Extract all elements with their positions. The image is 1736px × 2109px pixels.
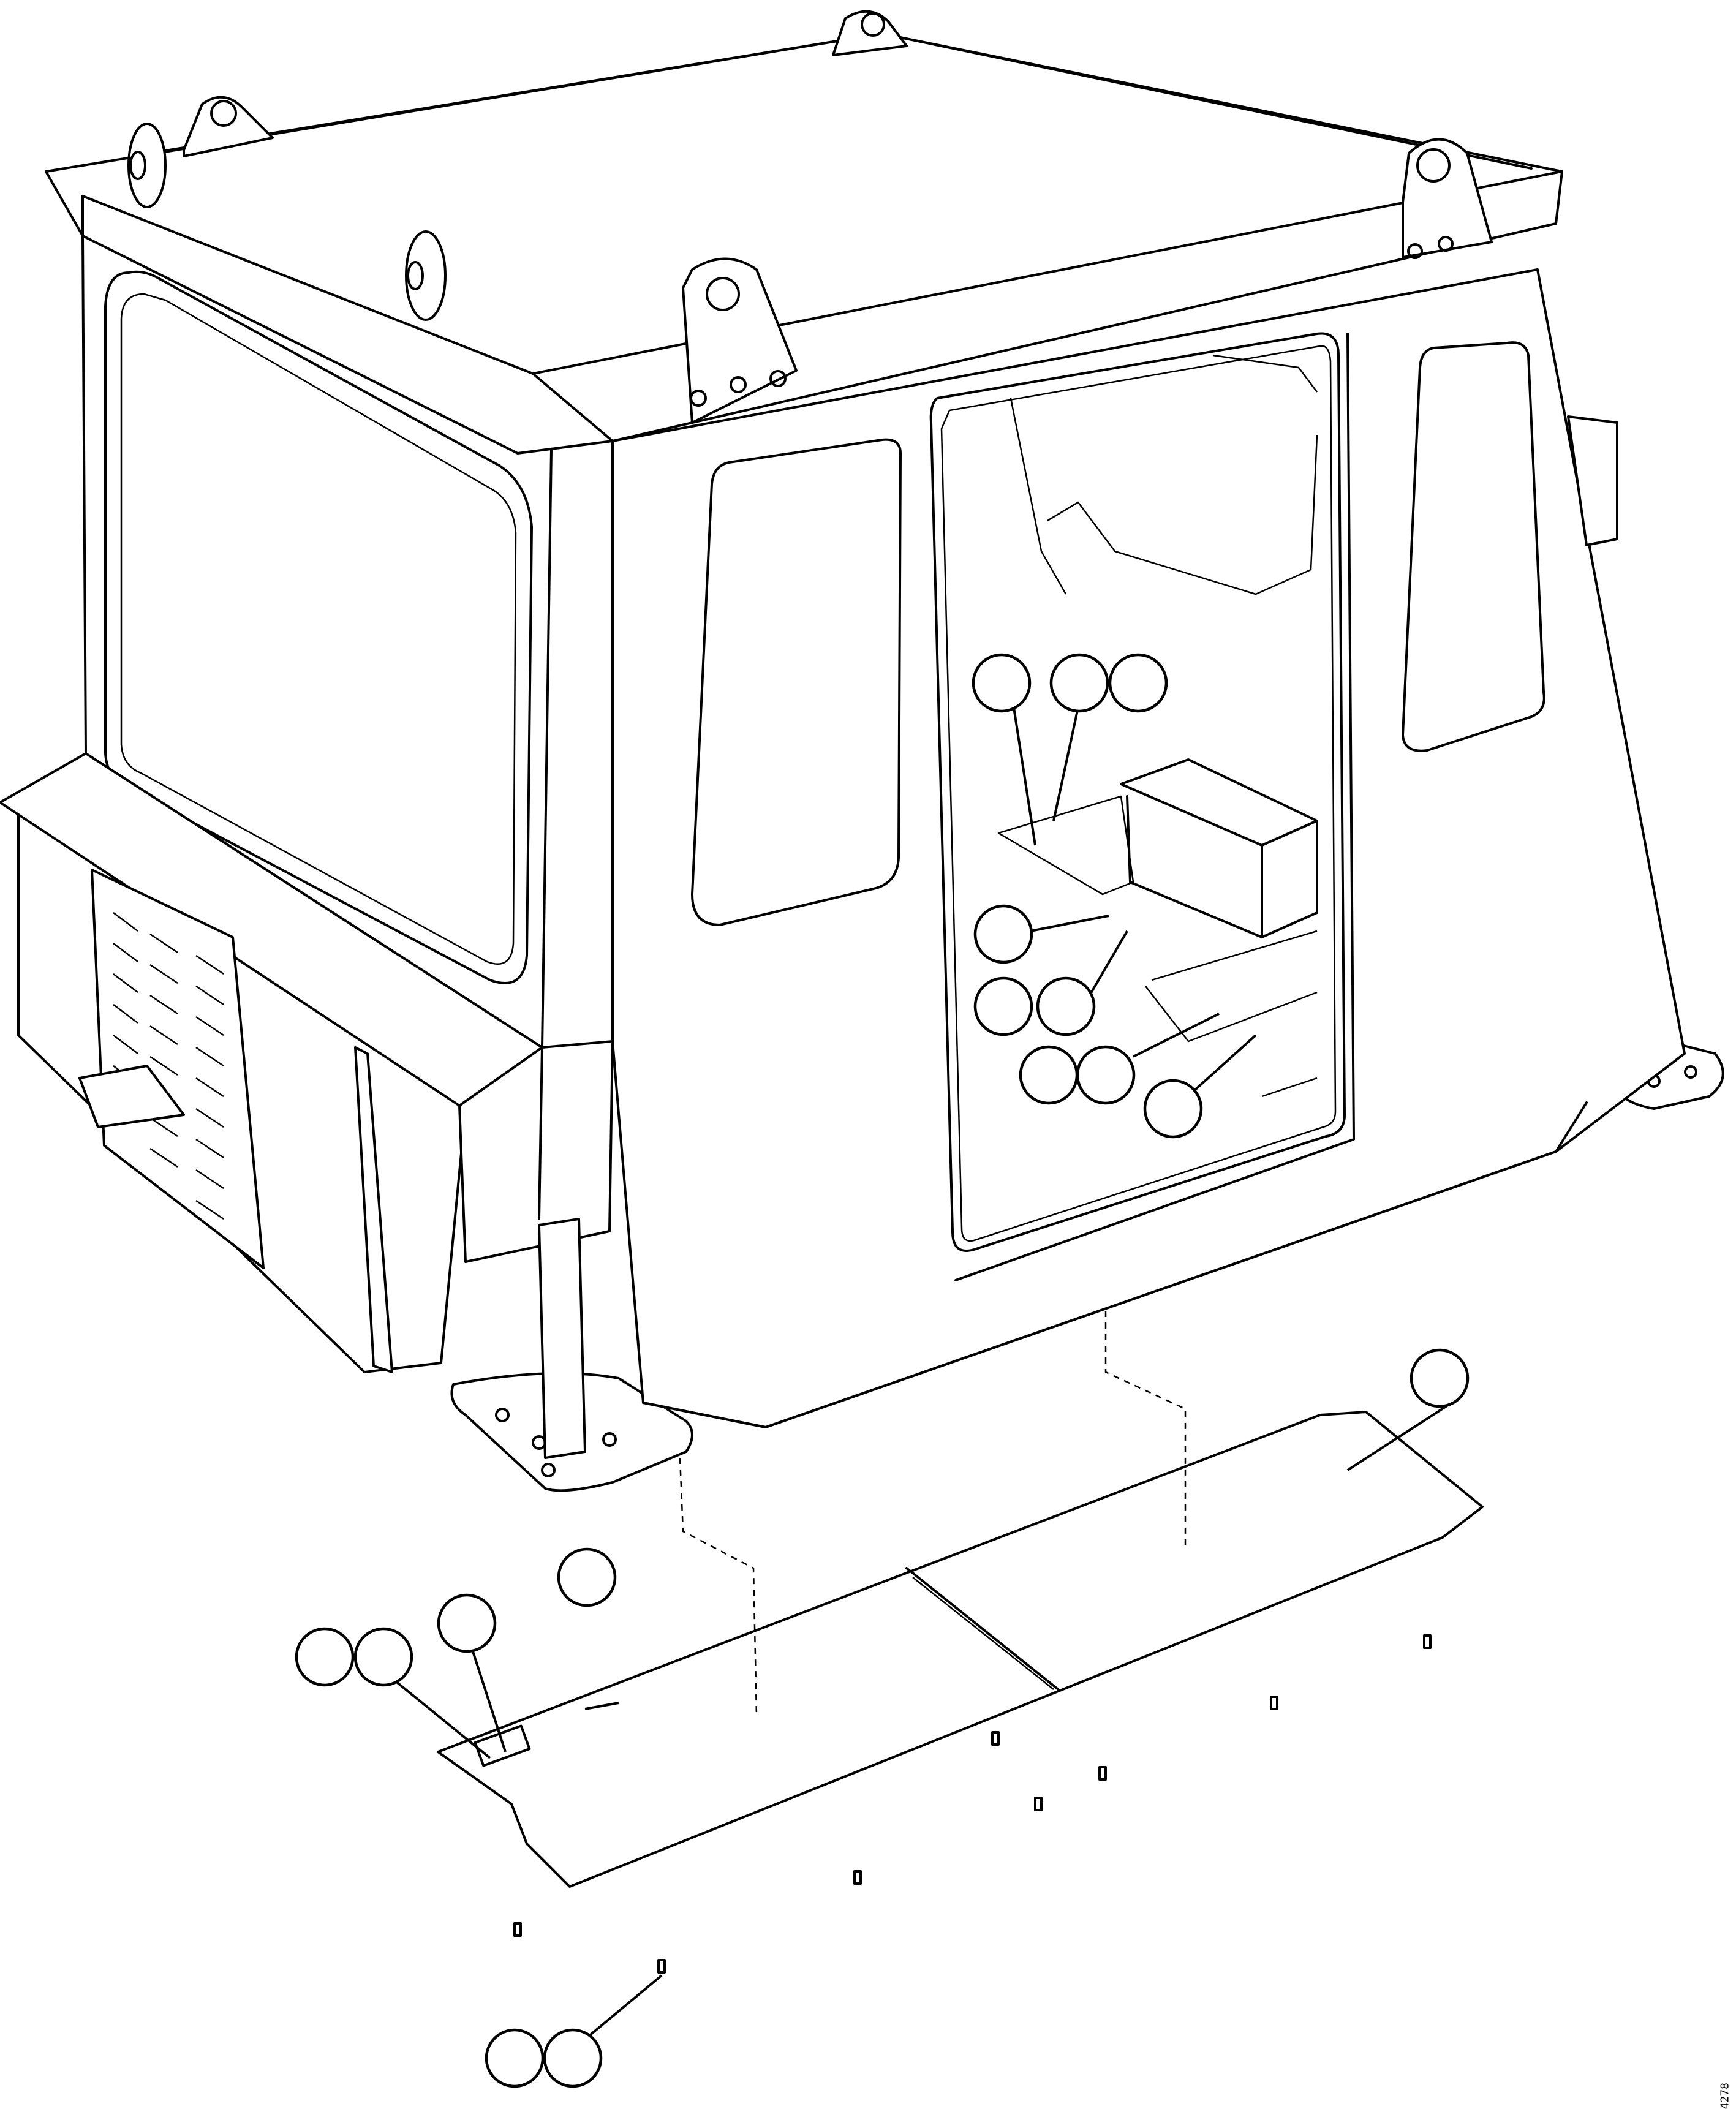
work-light-right xyxy=(405,230,447,321)
left-access-panel xyxy=(354,1046,393,1373)
callout-1 xyxy=(972,653,1032,713)
lifting-eye-rear-left xyxy=(183,96,274,157)
cab-door-opening xyxy=(929,332,1355,1281)
callout-10 xyxy=(1410,1348,1470,1408)
callout-14 xyxy=(353,1627,413,1687)
lifting-eye-rear-right xyxy=(832,10,908,56)
mount-plate-rear-left xyxy=(78,1065,185,1128)
callout-16 xyxy=(543,2028,603,2088)
callout-15 xyxy=(485,2028,545,2088)
callout-7 xyxy=(1019,1045,1079,1105)
cab-left-fender xyxy=(0,752,614,1373)
cab-post-front-left xyxy=(538,1218,586,1459)
callout-2 xyxy=(1049,653,1109,713)
callout-4 xyxy=(973,904,1033,964)
callout-leaders xyxy=(391,707,1453,2038)
callout-11 xyxy=(557,1547,617,1607)
work-light-left xyxy=(127,123,167,208)
callout-8 xyxy=(1076,1045,1136,1105)
callout-13 xyxy=(295,1627,355,1687)
louvered-grille xyxy=(91,869,265,1269)
loose-bolts xyxy=(513,1634,1432,1974)
callout-5 xyxy=(973,976,1033,1036)
assembly-lines xyxy=(679,1311,1187,1716)
cab-roof xyxy=(45,32,1563,455)
drawing-reference-code: 4278 xyxy=(1718,2083,1731,2109)
callout-bubbles xyxy=(295,653,1470,2088)
callout-6 xyxy=(1036,976,1096,1036)
callout-3 xyxy=(1108,653,1168,713)
lifting-eye-front-right xyxy=(1402,138,1493,259)
callout-9 xyxy=(1143,1079,1203,1139)
callout-12 xyxy=(437,1593,497,1653)
lifting-eye-front-left xyxy=(682,257,798,424)
